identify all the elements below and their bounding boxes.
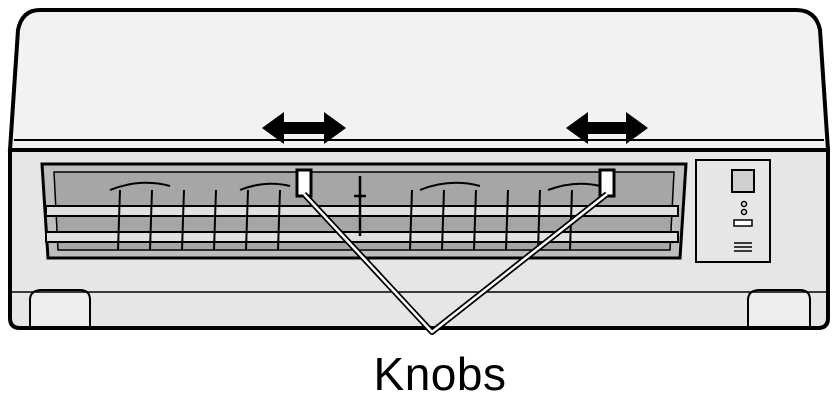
display-window — [731, 169, 755, 193]
louver-bar-upper — [45, 205, 679, 217]
indicator-dot-2 — [740, 208, 748, 216]
unit-top-panel — [7, 8, 831, 152]
double-headed-arrow-icon — [566, 112, 648, 144]
right-knob — [598, 168, 616, 198]
control-panel — [695, 159, 771, 263]
vane-curve-right-1 — [419, 181, 481, 191]
vane-curve-right-2 — [547, 182, 601, 191]
center-divider — [354, 176, 366, 236]
vane-curve-left-2 — [239, 182, 291, 191]
callout-leader-lines — [301, 191, 609, 335]
vent-slots — [734, 242, 752, 252]
panel-button — [733, 219, 753, 227]
knobs-label: Knobs — [373, 348, 507, 400]
vertical-vanes — [117, 189, 573, 251]
right-bottom-foot — [747, 289, 811, 326]
left-knob — [295, 168, 313, 198]
double-headed-arrow-icon — [262, 112, 346, 144]
vane-curve-left-1 — [109, 181, 171, 191]
louver-bar-lower — [45, 231, 679, 243]
left-bottom-foot — [29, 289, 91, 326]
indicator-dot-1 — [740, 200, 748, 208]
air-outlet — [40, 162, 688, 260]
